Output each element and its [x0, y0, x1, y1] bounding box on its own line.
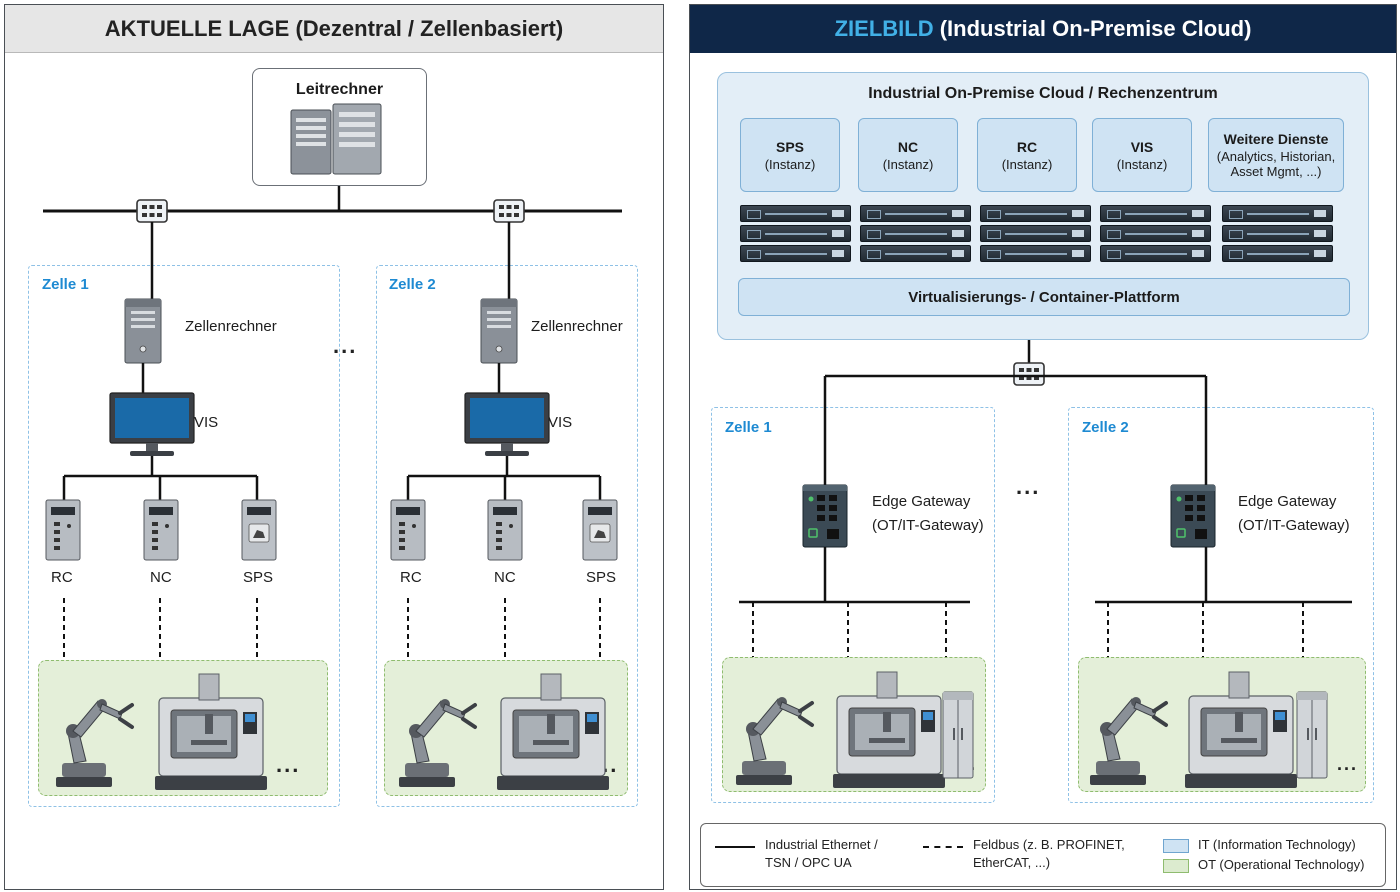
service-sps-instance: SPS (Instanz) — [740, 118, 840, 192]
left-cell-2-title: Zelle 2 — [389, 276, 436, 293]
right-cell-2-gateway-sublabel: (OT/IT-Gateway) — [1238, 517, 1350, 534]
service-sub: (Instanz) — [1116, 156, 1168, 172]
server-rack-icon — [860, 205, 971, 263]
right-cell-1-gateway-sublabel: (OT/IT-Gateway) — [872, 517, 984, 534]
virtualization-platform: Virtualisierungs- / Container-Plattform — [738, 278, 1350, 316]
left-cell-1-controller-nc: NC — [150, 569, 172, 586]
right-cell-1-ot-zone — [722, 657, 986, 792]
right-cell-2-ot-zone — [1078, 657, 1366, 792]
left-cell-2-computer-label: Zellenrechner — [531, 318, 623, 335]
left-cell-1-box — [28, 265, 340, 807]
target-title-accent: ZIELBILD — [834, 16, 934, 41]
host-computer-box: Leitrechner — [252, 68, 427, 186]
service-name: VIS — [1130, 138, 1154, 155]
right-cell-2-more: ... — [1337, 754, 1359, 774]
legend-ethernet-label: Industrial Ethernet / TSN / OPC UA — [765, 837, 878, 870]
left-cell-2-box — [376, 265, 638, 807]
legend-it-label: IT (Information Technology) — [1198, 837, 1356, 852]
service-vis-instance: VIS (Instanz) — [1092, 118, 1192, 192]
left-cell-1-controller-rc: RC — [51, 569, 73, 586]
legend-ot-swatch — [1163, 859, 1189, 873]
left-cell-2-more: ... — [594, 752, 619, 777]
right-cell-1-box — [711, 407, 995, 803]
legend-it-swatch — [1163, 839, 1189, 853]
service-sub: (Analytics, Historian, Asset Mgmt, ...) — [1216, 149, 1336, 179]
left-cell-2-ot-zone — [384, 660, 628, 796]
left-cell-2-controller-sps: SPS — [586, 569, 617, 586]
service-name: RC — [1016, 138, 1038, 155]
legend-ethernet-line — [715, 846, 755, 848]
left-cell-1-title: Zelle 1 — [42, 276, 89, 293]
right-cell-2-gateway-label: Edge Gateway — [1238, 493, 1337, 510]
server-rack-icon — [1222, 205, 1333, 263]
cloud-title: Industrial On-Premise Cloud / Rechenzent… — [868, 85, 1218, 102]
target-state-title: ZIELBILD (Industrial On-Premise Cloud) — [690, 5, 1396, 53]
left-cell-1-computer-label: Zellenrechner — [185, 318, 277, 335]
left-between-cells-ellipsis: ... — [333, 333, 358, 358]
right-cell-1-more: ... — [956, 754, 978, 774]
current-state-title: AKTUELLE LAGE (Dezentral / Zellenbasiert… — [5, 5, 663, 53]
service-nc-instance: NC (Instanz) — [858, 118, 958, 192]
legend: Industrial Ethernet / TSN / OPC UA Feldb… — [700, 823, 1386, 887]
service-further-services: Weitere Dienste (Analytics, Historian, A… — [1208, 118, 1344, 192]
server-rack-icon — [740, 205, 851, 263]
server-rack-icon — [1100, 205, 1211, 263]
service-sub: (Instanz) — [1001, 156, 1053, 172]
left-cell-1-more: ... — [276, 752, 301, 777]
left-cell-1-monitor-label: VIS — [194, 414, 219, 431]
host-computer-label: Leitrechner — [295, 81, 384, 98]
legend-ot-label: OT (Operational Technology) — [1198, 857, 1365, 872]
right-cell-2-box — [1068, 407, 1374, 803]
right-cell-2-title: Zelle 2 — [1082, 419, 1129, 436]
right-cell-1-gateway-label: Edge Gateway — [872, 493, 971, 510]
right-between-cells-ellipsis: ... — [1016, 474, 1041, 499]
left-cell-2-monitor-label: VIS — [548, 414, 573, 431]
service-name: NC — [897, 138, 919, 155]
left-cell-1-controller-sps: SPS — [243, 569, 274, 586]
server-rack-icon — [980, 205, 1091, 263]
on-premise-cloud: Industrial On-Premise Cloud / Rechenzent… — [717, 72, 1369, 340]
service-sub: (Instanz) — [764, 156, 816, 172]
service-name: SPS — [775, 138, 804, 155]
target-title-rest: (Industrial On-Premise Cloud) — [933, 16, 1252, 41]
service-rc-instance: RC (Instanz) — [977, 118, 1077, 192]
right-cell-1-title: Zelle 1 — [725, 419, 772, 436]
legend-fieldbus-label: Feldbus (z. B. PROFINET, EtherCAT, ...) — [973, 837, 1125, 870]
legend-fieldbus-line — [923, 846, 963, 848]
left-cell-2-controller-rc: RC — [400, 569, 422, 586]
service-name: Weitere Dienste — [1223, 131, 1329, 147]
left-cell-2-controller-nc: NC — [494, 569, 516, 586]
service-sub: (Instanz) — [882, 156, 934, 172]
